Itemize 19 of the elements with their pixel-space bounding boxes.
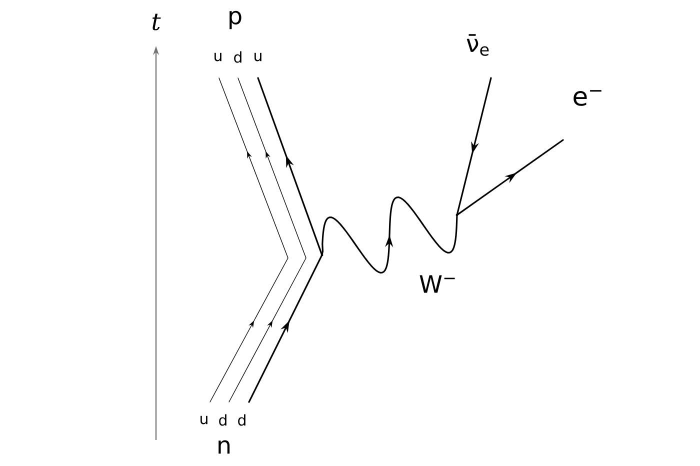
fermion-line xyxy=(210,78,288,402)
quark-label: u xyxy=(254,52,262,62)
quark-label: u xyxy=(200,416,208,424)
quark-label: d xyxy=(238,414,246,426)
fermion-line xyxy=(457,139,564,215)
fermion-line xyxy=(257,77,322,254)
particle-label: p xyxy=(230,10,242,30)
fermion-line xyxy=(248,255,322,403)
boson-line xyxy=(321,196,458,274)
quark-label: u xyxy=(214,52,222,62)
fermion-line xyxy=(456,77,492,214)
axis-label: t xyxy=(152,14,161,30)
particle-label: n xyxy=(218,440,230,454)
particle-label: e$^{−}$ xyxy=(574,90,602,106)
quark-label: d xyxy=(219,414,226,426)
edge-label: W$^{−}$ xyxy=(418,274,458,294)
fermion-line xyxy=(228,78,306,402)
particle-label: ν̄$_{e}$ xyxy=(466,34,489,56)
quark-label: d xyxy=(234,51,242,63)
